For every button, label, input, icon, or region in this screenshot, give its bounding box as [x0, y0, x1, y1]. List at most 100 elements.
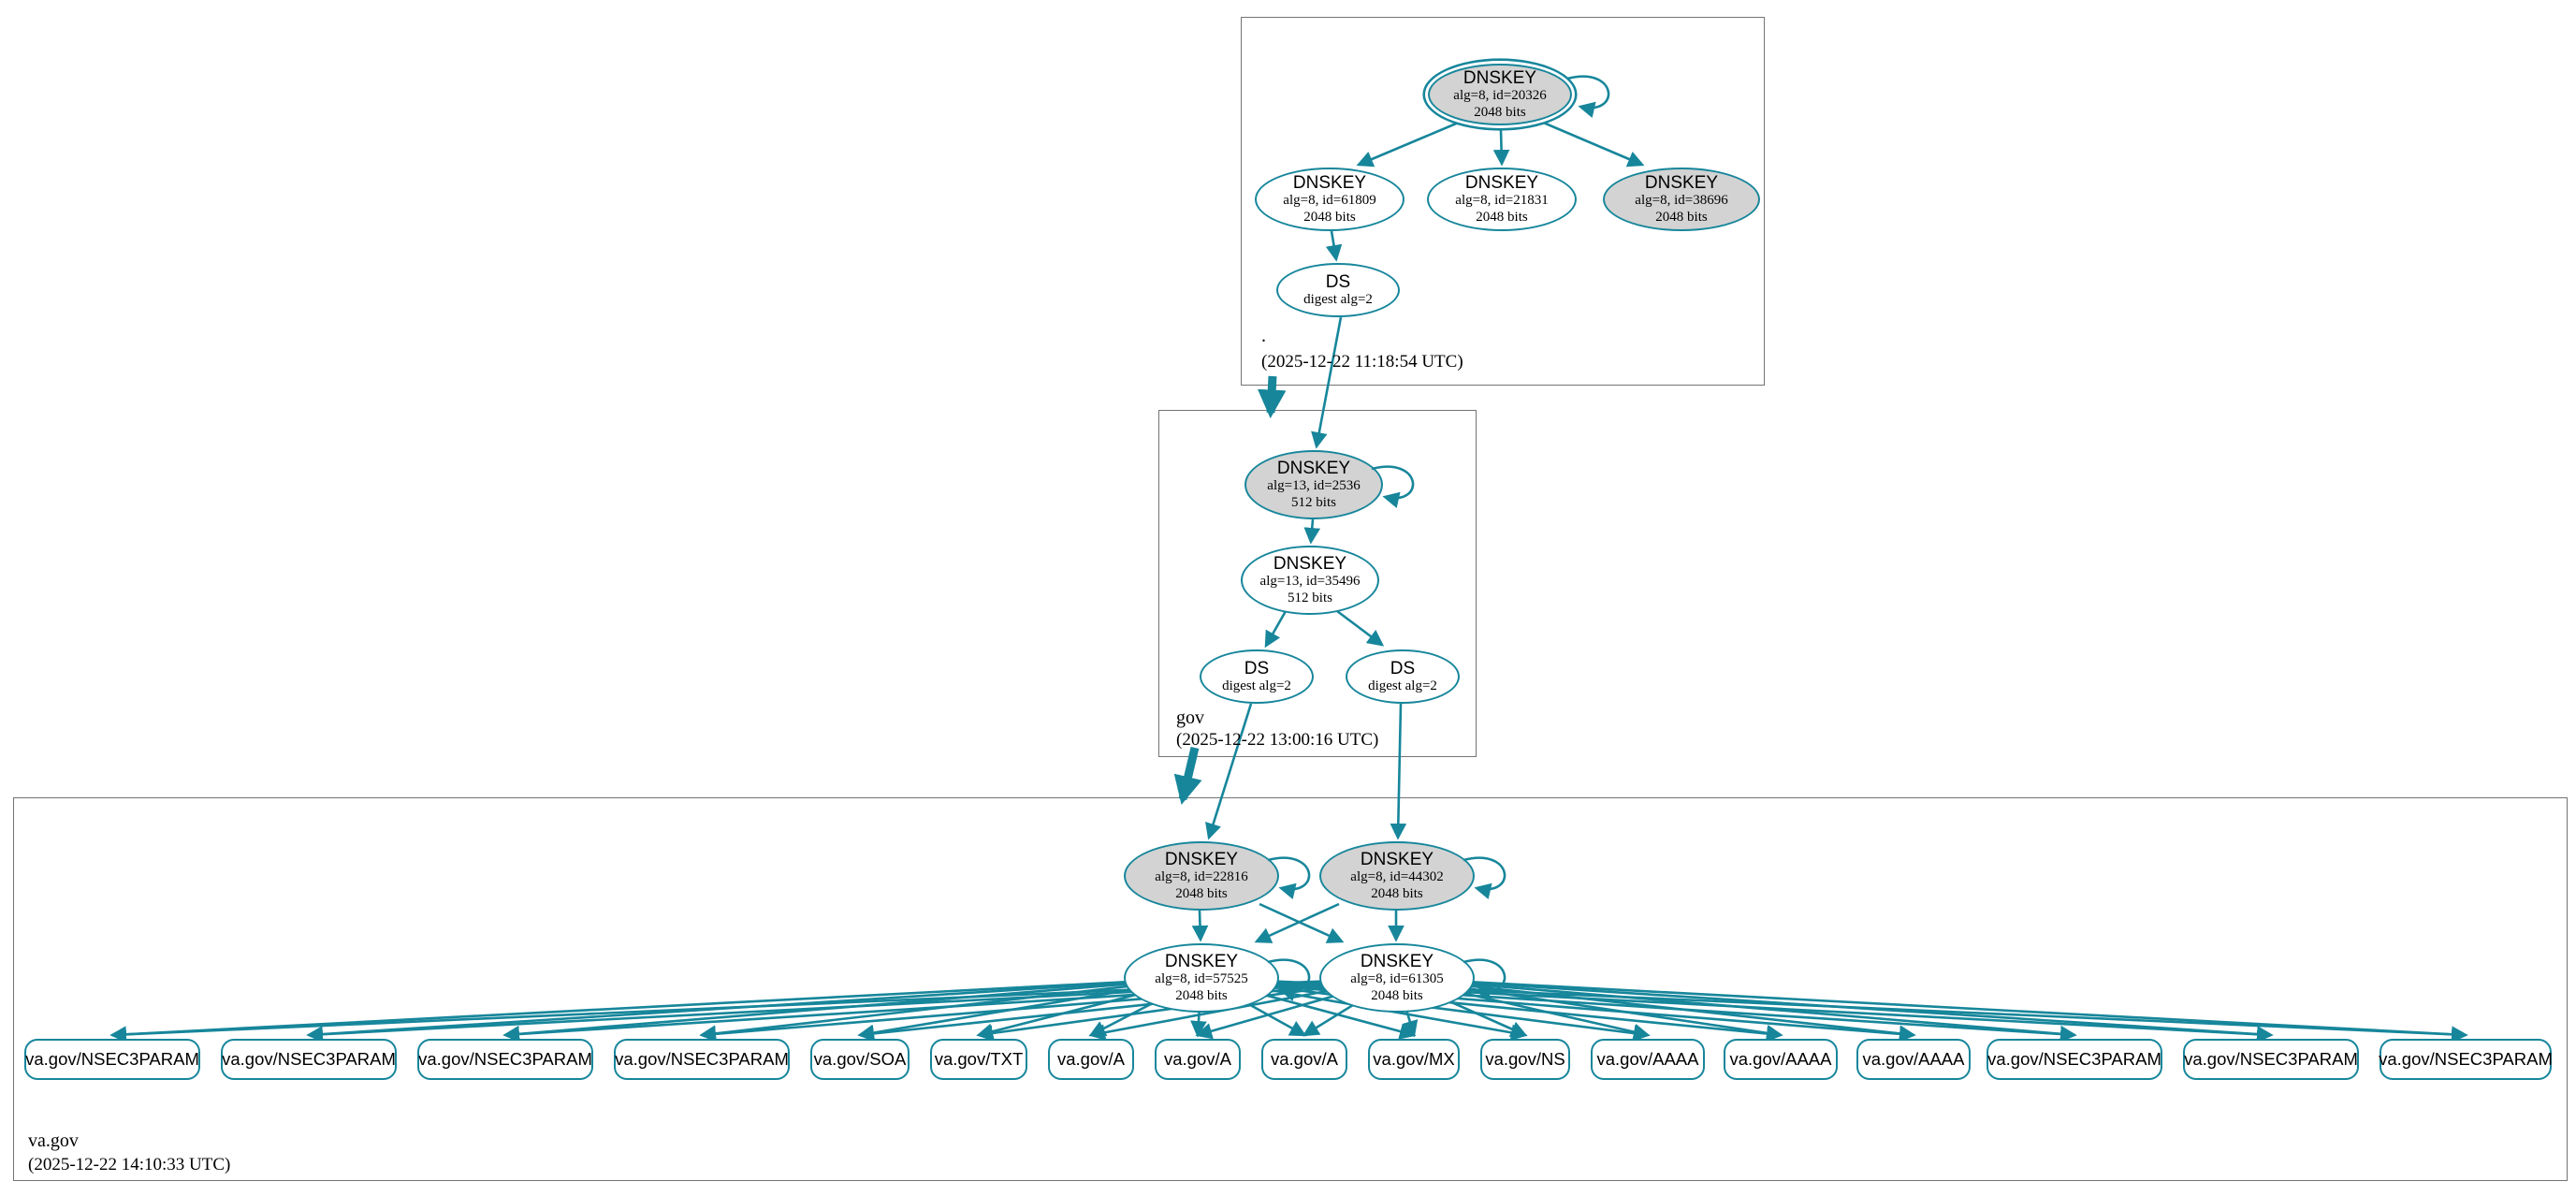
edge [1540, 120, 1645, 168]
rrset-label: va.gov/A [1271, 1049, 1338, 1069]
rrset-va-gov-aaaa: va.gov/AAAA [1724, 1039, 1838, 1080]
zone-box-vagov [13, 797, 2568, 1181]
node-detail-2: 512 bits [1291, 494, 1336, 510]
zone-timestamp-root: (2025-12-22 11:18:54 UTC) [1261, 352, 1463, 372]
edge [1356, 120, 1462, 168]
zone-timestamp-gov: (2025-12-22 13:00:16 UTC) [1176, 730, 1379, 750]
rrtype-label: DS [1390, 658, 1416, 678]
node-detail-1: alg=8, id=44302 [1350, 869, 1444, 884]
edge [1191, 910, 1209, 942]
node-detail-2: 2048 bits [1371, 987, 1423, 1003]
rrset-va-gov-nsec3param: va.gov/NSEC3PARAM [24, 1039, 200, 1080]
rrset-va-gov-a: va.gov/A [1261, 1039, 1347, 1080]
node-detail-1: alg=8, id=61305 [1350, 971, 1444, 986]
rrset-label: va.gov/NSEC3PARAM [2379, 1049, 2553, 1069]
rrset-label: va.gov/NS [1485, 1049, 1565, 1069]
rrset-va-gov-mx: va.gov/MX [1368, 1039, 1460, 1080]
node-detail-1: alg=13, id=35496 [1259, 574, 1361, 589]
node-detail-2: 2048 bits [1474, 104, 1526, 120]
node-detail-1: digest alg=2 [1368, 678, 1437, 693]
node-detail-1: alg=8, id=57525 [1155, 971, 1248, 986]
node-detail-2: 2048 bits [1175, 987, 1228, 1003]
rrset-label: va.gov/MX [1373, 1049, 1455, 1069]
zone-label-root: . [1261, 326, 1266, 346]
rrset-va-gov-nsec3param: va.gov/NSEC3PARAM [2183, 1039, 2359, 1080]
rrset-va-gov-ns: va.gov/NS [1480, 1039, 1570, 1080]
rrtype-label: DS [1244, 658, 1270, 678]
node-detail-2: 2048 bits [1476, 209, 1528, 225]
node-detail-1: alg=13, id=2536 [1267, 478, 1361, 493]
rrset-label: va.gov/TXT [934, 1049, 1024, 1069]
rrset-va-gov-nsec3param: va.gov/NSEC3PARAM [221, 1039, 397, 1080]
node-detail-1: digest alg=2 [1222, 678, 1291, 693]
edge [1390, 703, 1407, 840]
node-detail-1: alg=8, id=21831 [1455, 193, 1549, 208]
zone-box-gov [1158, 410, 1477, 757]
edge [1205, 703, 1253, 840]
rrset-va-gov-nsec3param: va.gov/NSEC3PARAM [2379, 1039, 2553, 1080]
rrset-label: va.gov/NSEC3PARAM [615, 1049, 789, 1069]
rrset-label: va.gov/AAAA [1596, 1049, 1699, 1069]
edge [1492, 129, 1510, 167]
zone-timestamp-vagov: (2025-12-22 14:10:33 UTC) [28, 1155, 231, 1174]
rrtype-label: DNSKEY [1463, 68, 1537, 88]
rrtype-label: DNSKEY [1164, 952, 1239, 971]
zone-label-gov: gov [1176, 707, 1204, 728]
rrtype-label: DNSKEY [1164, 850, 1239, 869]
rrset-label: va.gov/NSEC3PARAM [2184, 1049, 2358, 1069]
rrtype-label: DNSKEY [1292, 173, 1367, 193]
rrset-label: va.gov/A [1164, 1049, 1231, 1069]
edge [1336, 609, 1385, 647]
rrset-label: va.gov/A [1057, 1049, 1125, 1069]
edge [1264, 610, 1288, 649]
rrset-va-gov-aaaa: va.gov/AAAA [1591, 1039, 1705, 1080]
rrtype-label: DNSKEY [1273, 554, 1347, 574]
edge [1396, 976, 2274, 1043]
rrtype-label: DNSKEY [1464, 173, 1539, 193]
rrset-va-gov-a: va.gov/A [1155, 1039, 1241, 1080]
node-detail-2: 2048 bits [1175, 885, 1228, 901]
node-detail-1: alg=8, id=22816 [1155, 869, 1248, 884]
rrtype-label: DNSKEY [1360, 952, 1434, 971]
rrset-va-gov-soa: va.gov/SOA [810, 1039, 910, 1080]
rrtype-label: DNSKEY [1644, 173, 1719, 193]
node-detail-1: alg=8, id=61809 [1283, 193, 1376, 208]
edge [1303, 518, 1321, 545]
node-detail-2: 2048 bits [1371, 885, 1423, 901]
rrtype-label: DNSKEY [1360, 850, 1434, 869]
edge [1311, 316, 1343, 449]
node-detail-2: 2048 bits [1655, 209, 1708, 225]
rrset-label: va.gov/NSEC3PARAM [25, 1049, 199, 1069]
rrset-label: va.gov/NSEC3PARAM [1987, 1049, 2161, 1069]
node-detail-2: 512 bits [1288, 590, 1332, 605]
node-detail-1: digest alg=2 [1303, 291, 1373, 307]
node-detail-1: alg=8, id=20326 [1453, 88, 1547, 103]
rrset-label: va.gov/SOA [813, 1049, 907, 1069]
rrset-label: va.gov/AAAA [1729, 1049, 1832, 1069]
rrset-va-gov-a: va.gov/A [1048, 1039, 1134, 1080]
rrset-va-gov-txt: va.gov/TXT [930, 1039, 1027, 1080]
node-detail-1: alg=8, id=38696 [1635, 193, 1728, 208]
edge [1173, 746, 1202, 805]
node-detail-2: 2048 bits [1303, 209, 1356, 225]
edge [1254, 902, 1340, 943]
edge [109, 976, 1202, 1043]
edge [1325, 230, 1343, 262]
rrset-va-gov-nsec3param: va.gov/NSEC3PARAM [1987, 1039, 2162, 1080]
edge [1257, 375, 1287, 419]
zone-label-vagov: va.gov [28, 1130, 79, 1151]
edge [1396, 976, 2468, 1043]
